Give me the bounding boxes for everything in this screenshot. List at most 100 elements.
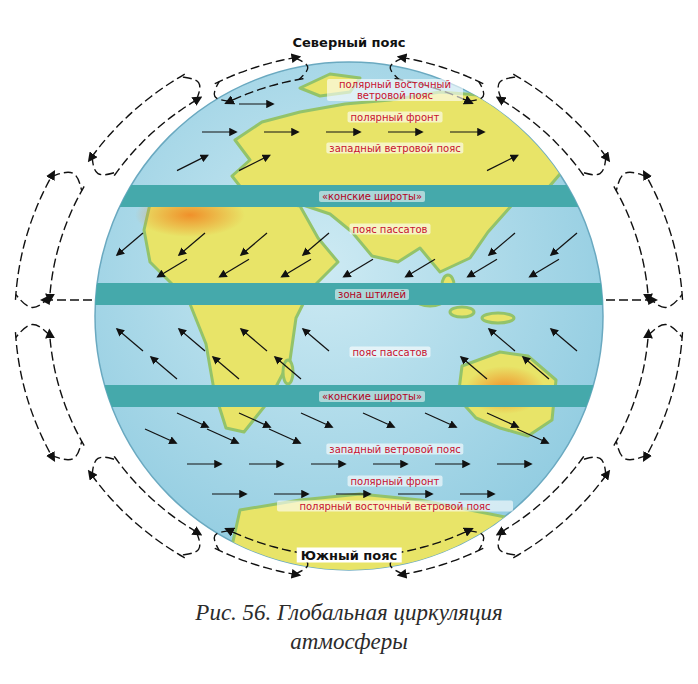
- wind-arrow: [373, 463, 407, 464]
- wind-arrow: [497, 463, 531, 464]
- globe: [95, 62, 603, 570]
- figure-caption: Рис. 56. Глобальная циркуляция атмосферы: [154, 598, 544, 656]
- circulation-turn: [214, 82, 230, 102]
- circulation-turn: [616, 441, 646, 459]
- circulation-turn: [648, 295, 682, 308]
- circulation-arrow: [399, 548, 484, 575]
- circulation-arrow: [15, 332, 54, 460]
- wind-belt-label: пояс пассатов: [350, 224, 431, 235]
- circulation-arrow: [394, 529, 472, 554]
- wind-belt-label: полярный фронт: [348, 112, 443, 123]
- circulation-arrow: [226, 529, 304, 554]
- wind-arrow: [151, 357, 177, 379]
- circulation-arrow: [114, 456, 200, 534]
- circulation-turn: [648, 324, 682, 337]
- circulation-turn: [51, 441, 81, 459]
- wind-arrow: [450, 131, 484, 132]
- wind-arrow: [179, 329, 205, 351]
- band-label: «конские широты»: [319, 391, 425, 402]
- equator-outflow: [42, 299, 92, 300]
- circulation-turn: [92, 457, 117, 475]
- wind-arrow: [275, 357, 301, 379]
- circulation-arrow: [49, 186, 84, 301]
- wind-arrow: [187, 463, 221, 464]
- wind-arrow: [460, 493, 494, 494]
- circulation-turn: [16, 324, 50, 337]
- wind-arrow: [212, 493, 246, 494]
- circulation-turn: [498, 77, 518, 100]
- circulation-turn: [51, 172, 81, 190]
- wind-belt-label: полярный фронт: [348, 476, 443, 487]
- circulation-arrow: [49, 330, 84, 445]
- circulation-turn: [390, 58, 403, 80]
- wind-arrow: [363, 413, 394, 427]
- latitude-band: «конские широты»: [105, 385, 594, 407]
- wind-arrow: [269, 429, 300, 443]
- wind-arrow: [425, 413, 456, 427]
- wind-arrow: [220, 259, 249, 276]
- circulation-turn: [468, 531, 484, 551]
- circulation-arrow: [215, 57, 300, 84]
- wind-belt-label: западный ветровой пояс: [326, 143, 463, 154]
- wind-arrow: [344, 259, 373, 276]
- wind-arrow: [489, 329, 515, 351]
- wind-arrow: [406, 259, 435, 276]
- wind-arrow: [530, 259, 559, 276]
- circulation-turn: [180, 532, 200, 555]
- circulation-turn: [214, 531, 230, 551]
- circulation-turn: [294, 58, 307, 80]
- wind-belt-label: полярный восточный ветровой пояс: [327, 79, 463, 101]
- wind-arrow: [249, 463, 283, 464]
- circulation-arrow: [644, 172, 683, 300]
- circulation-turn: [180, 77, 200, 100]
- circulation-arrow: [497, 98, 583, 176]
- circulation-turn: [581, 457, 606, 475]
- wind-arrow: [303, 233, 329, 255]
- latitude-band: зона штилей: [95, 283, 603, 305]
- circulation-arrow: [614, 186, 649, 301]
- wind-arrow: [177, 155, 207, 170]
- circulation-arrow: [114, 98, 200, 176]
- wind-arrow: [241, 329, 267, 351]
- wind-belt-label: полярный восточный ветровой пояс: [277, 501, 513, 512]
- wind-arrow: [487, 413, 518, 427]
- wind-arrow: [551, 329, 577, 351]
- wind-arrow: [117, 329, 143, 351]
- wind-arrow: [207, 429, 238, 443]
- wind-arrow: [282, 259, 311, 276]
- band-label: «конские широты»: [319, 191, 425, 202]
- wind-arrow: [326, 131, 360, 132]
- wind-arrow: [311, 463, 345, 464]
- wind-arrow: [303, 329, 329, 351]
- wind-arrow: [158, 259, 187, 276]
- wind-arrow: [264, 131, 298, 132]
- circulation-turn: [468, 82, 484, 102]
- wind-arrow: [145, 429, 176, 443]
- circulation-turn: [498, 532, 518, 555]
- circulation-arrow: [497, 456, 583, 534]
- wind-arrow: [177, 413, 208, 427]
- circulation-turn: [616, 172, 646, 190]
- belt-title: Северный пояс: [288, 35, 409, 50]
- circulation-turn: [92, 157, 117, 175]
- wind-arrow: [202, 131, 236, 132]
- latitude-band: «конские широты»: [120, 185, 579, 207]
- circulation-arrow: [15, 172, 54, 300]
- circulation-arrow: [644, 332, 683, 460]
- continents: [144, 74, 572, 600]
- wind-arrow: [239, 103, 273, 104]
- wind-arrow: [461, 357, 487, 379]
- circulation-turn: [581, 157, 606, 175]
- wind-arrow: [468, 259, 497, 276]
- wind-arrow: [487, 155, 517, 170]
- wind-arrow: [301, 413, 332, 427]
- wind-arrow: [239, 413, 270, 427]
- wind-arrow: [239, 155, 269, 170]
- circulation-arrow: [614, 330, 649, 445]
- circulation-cells: [15, 57, 682, 575]
- wind-arrow: [489, 233, 515, 255]
- wind-arrow: [117, 233, 143, 255]
